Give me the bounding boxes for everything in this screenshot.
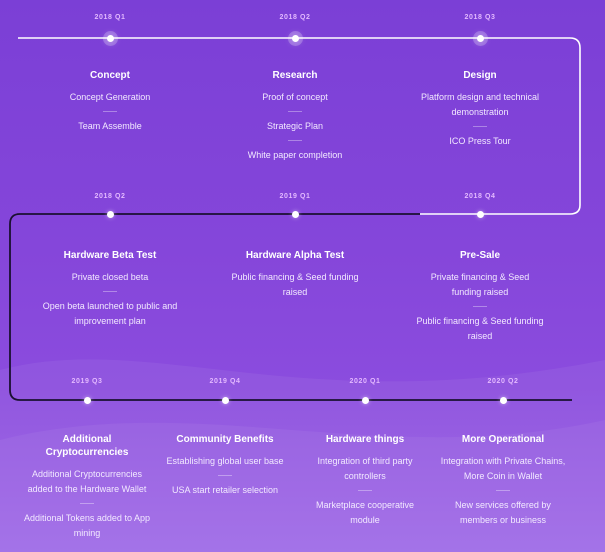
stage-item: Public financing & Seed funding raised [416,316,544,341]
stage-title: Pre-Sale [459,250,501,261]
stage-item: Additional Cryptocurrencies added to the… [27,469,147,494]
timeline-dot [221,396,229,404]
stage-item: Concept Generation [69,92,151,102]
stage-item: Public financing & Seed funding raised [231,272,359,297]
stage-item: Proof of concept [262,92,328,102]
stage-item: Establishing global user base [166,456,284,466]
timeline-dot [106,210,114,218]
stage-date: 2020 Q2 [487,378,519,385]
timeline-dot [291,210,299,218]
stage-date: 2019 Q3 [71,378,103,385]
timeline-dot [291,34,299,42]
stage-title: Hardware Alpha Test [245,250,345,261]
stage-date: 2018 Q1 [94,14,126,21]
stage-title: More Operational [461,434,545,445]
stage-item: ICO Press Tour [449,136,511,146]
timeline-dot [499,396,507,404]
stage-item: Marketplace cooperative module [315,500,415,525]
stage-date: 2019 Q1 [279,193,311,200]
stage-item: Open beta launched to public and improve… [42,301,178,326]
item-separator [80,503,94,504]
timeline-line-top [18,37,581,215]
timeline-dot [83,396,91,404]
stage-item: White paper completion [247,150,343,160]
stage-date: 2019 Q4 [209,378,241,385]
stage-item: Team Assemble [78,121,142,131]
stage-item: Platform design and technical demonstrat… [420,92,540,117]
item-separator [288,140,302,141]
stage-date: 2018 Q2 [279,14,311,21]
stage-title: Research [272,70,318,81]
stage-title: Design [463,70,497,81]
stage-date: 2020 Q1 [349,378,381,385]
stage-date: 2018 Q4 [464,193,496,200]
item-separator [473,306,487,307]
stage-item: Private closed beta [71,272,149,282]
stage-date: 2018 Q2 [94,193,126,200]
item-separator [358,490,372,491]
item-separator [496,490,510,491]
stage-title: Additional Cryptocurrencies [45,434,129,458]
timeline-dot [106,34,114,42]
stage-title: Hardware Beta Test [63,250,157,261]
stage-item: Integration of third party controllers [317,456,413,481]
stage-date: 2018 Q3 [464,14,496,21]
stage-item: Private financing & Seed funding raised [430,272,530,297]
timeline-dot [476,210,484,218]
stage-title: Community Benefits [176,434,274,445]
item-separator [103,111,117,112]
item-separator [218,475,232,476]
stage-title: Concept [90,70,130,81]
timeline-dot [361,396,369,404]
stage-item: Additional Tokens added to App mining [24,513,150,538]
stage-item: Strategic Plan [266,121,324,131]
stage-item: New services offered by members or busin… [455,500,551,525]
stage-item: Integration with Private Chains, More Co… [440,456,566,481]
timeline-line-middle-dark [9,213,572,401]
item-separator [103,291,117,292]
stage-title: Hardware things [325,434,405,445]
item-separator [288,111,302,112]
item-separator [473,126,487,127]
stage-item: USA start retailer selection [171,485,279,495]
timeline-dot [476,34,484,42]
